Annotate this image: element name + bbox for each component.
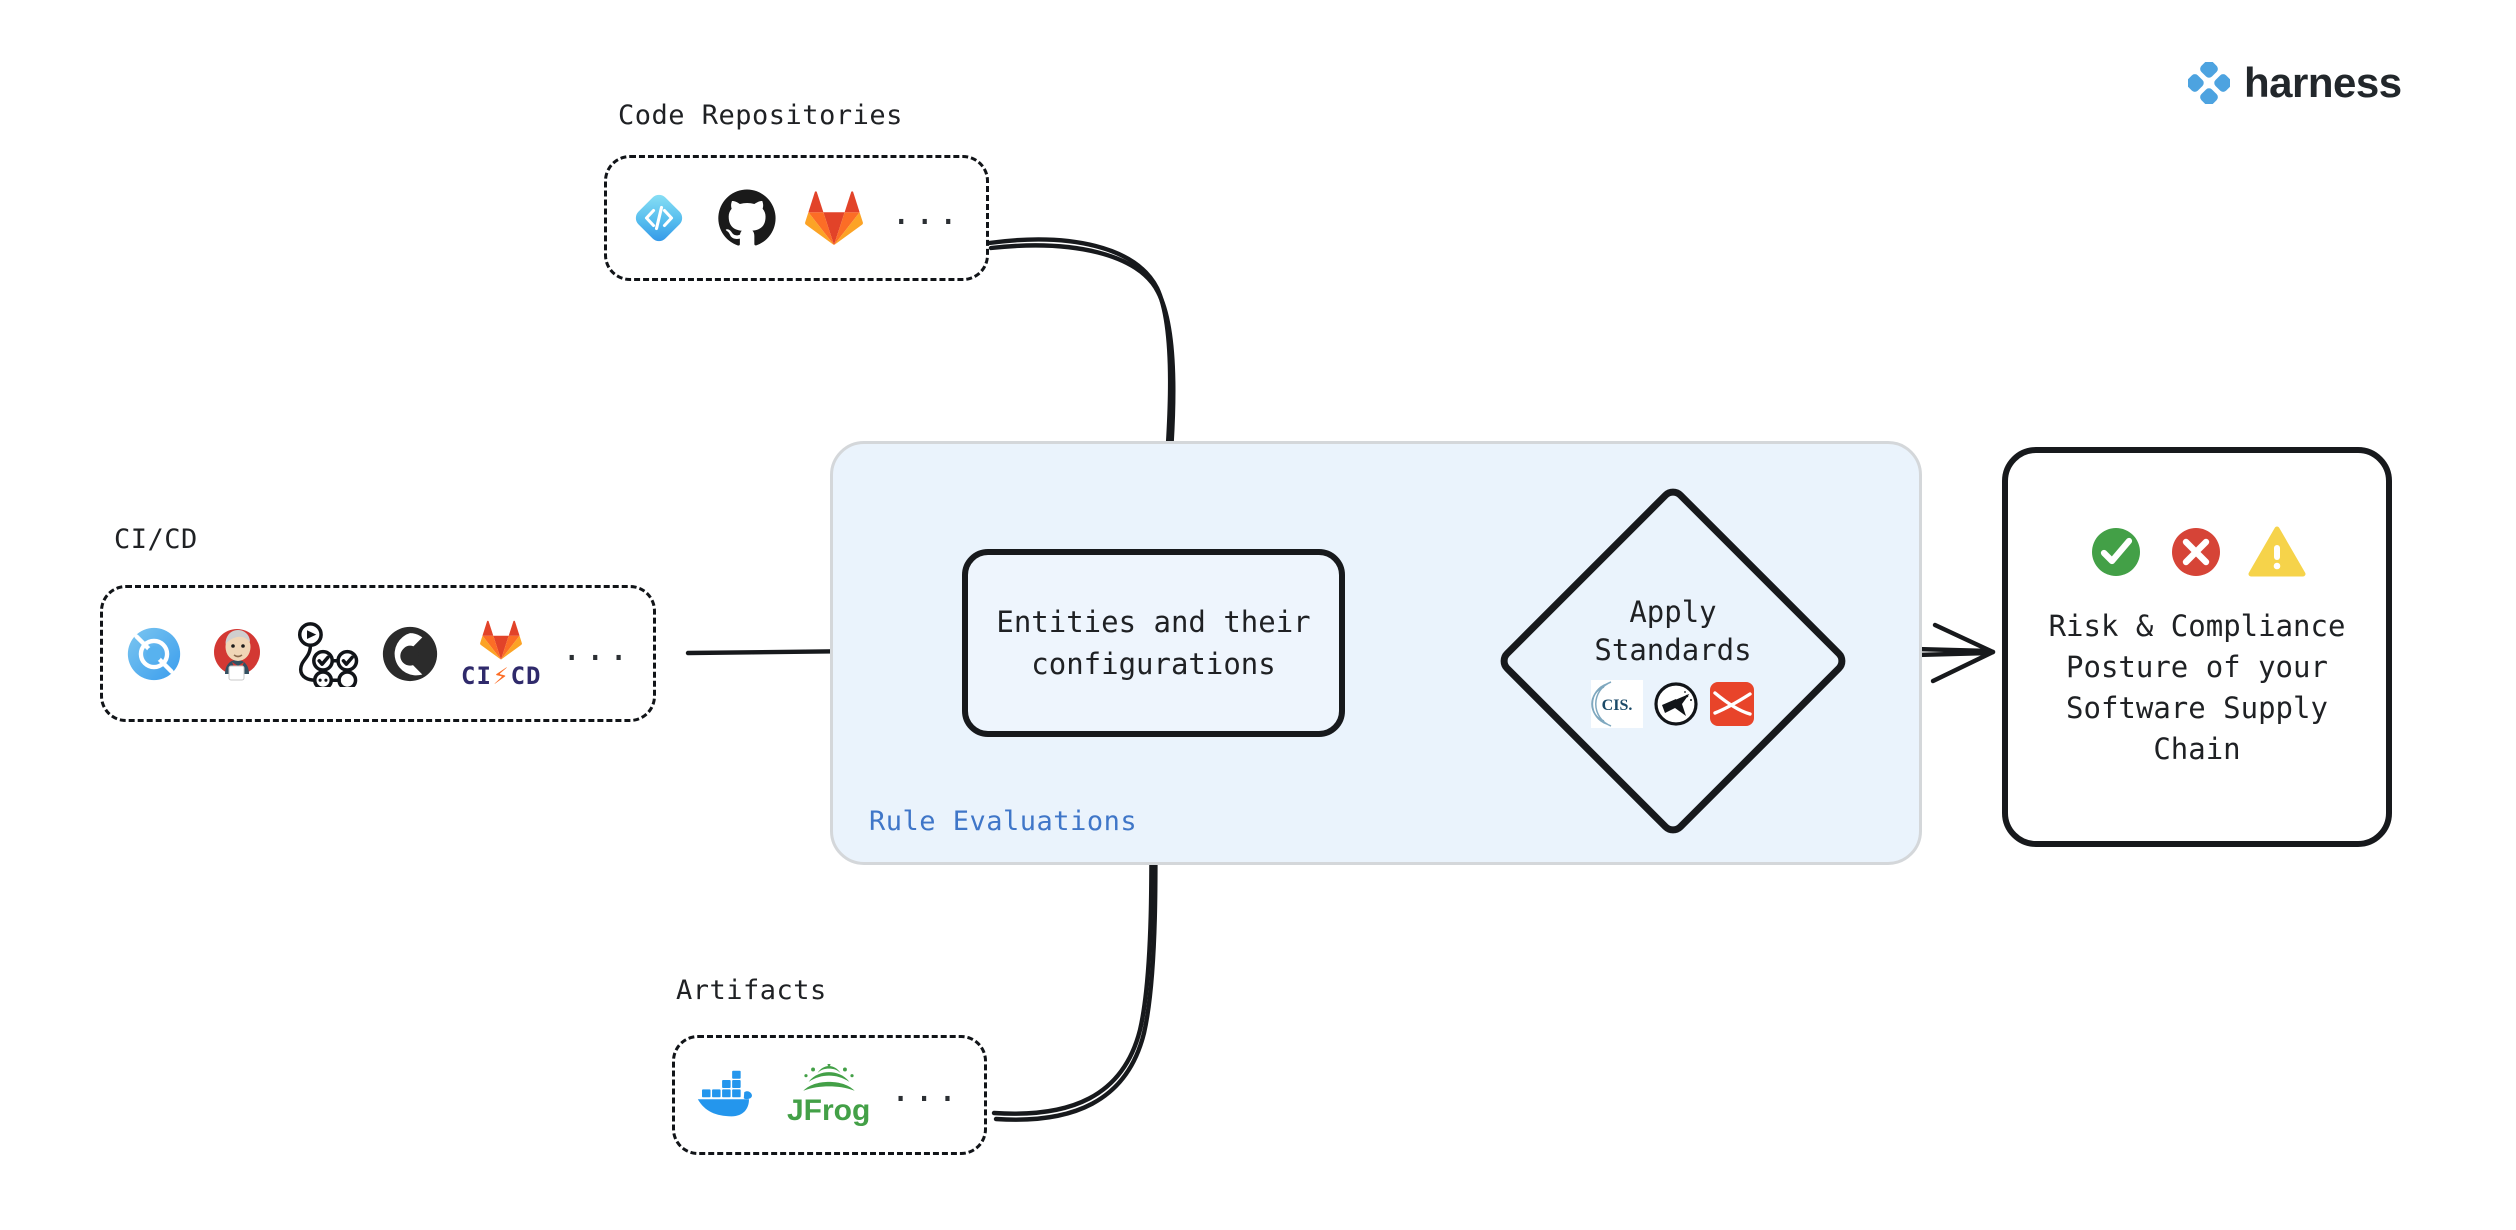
check-circle-icon	[2088, 524, 2144, 580]
ci-cd-box[interactable]: CI⚡CD ...	[100, 585, 656, 722]
rule-evaluations-label: Rule Evaluations	[869, 806, 1138, 837]
gitlab-icon[interactable]	[803, 189, 865, 247]
artifacts-more[interactable]: ...	[890, 1070, 961, 1110]
harness-ci-icon[interactable]	[123, 623, 185, 685]
github-icon[interactable]	[717, 188, 777, 248]
docker-icon[interactable]	[695, 1066, 767, 1124]
jenkins-icon[interactable]	[205, 622, 269, 686]
code-repositories-more[interactable]: ...	[891, 193, 962, 233]
warning-triangle-icon	[2248, 525, 2306, 579]
harness-wordmark: harness	[2244, 59, 2402, 106]
ci-cd-more[interactable]: ...	[561, 628, 632, 669]
circleci-icon[interactable]	[379, 623, 441, 685]
gitlab-cicd-icon[interactable]: CI⚡CD	[461, 619, 541, 689]
owasp-icon[interactable]	[1652, 680, 1700, 728]
gitlab-cicd-ci: CI	[461, 661, 492, 690]
gitlab-cicd-cd: CD	[510, 661, 542, 690]
artifacts-caption: Artifacts	[676, 975, 827, 1006]
github-actions-icon[interactable]	[289, 621, 359, 687]
outcome-line3: Software Supply	[2066, 691, 2328, 725]
jfrog-icon[interactable]: JFrog	[787, 1064, 870, 1126]
jfrog-label: JFrog	[787, 1094, 871, 1127]
harness-code-icon[interactable]	[627, 186, 691, 250]
apply-standards-line2: Standards	[1594, 633, 1752, 667]
artifacts-box[interactable]: JFrog ...	[672, 1035, 987, 1155]
outcome-line1: Risk & Compliance	[2048, 608, 2346, 643]
code-repositories-box[interactable]: ...	[604, 155, 989, 281]
lightning-icon: ⚡	[492, 660, 510, 691]
apply-standards-node[interactable]: Apply Standards CIS.	[1494, 482, 1852, 840]
entities-box-line2: configurations	[1031, 647, 1276, 681]
gitlab-cicd-label: CI⚡CD	[461, 663, 541, 689]
code-repositories-caption: Code Repositories	[618, 100, 903, 131]
outcome-line4: Chain	[2153, 732, 2241, 767]
outcome-line2: Posture of your	[2066, 649, 2328, 684]
risk-compliance-outcome-box[interactable]: Risk & Compliance Posture of your Softwa…	[2002, 447, 2392, 847]
apply-standards-line1: Apply	[1629, 595, 1717, 630]
slsa-icon[interactable]	[1709, 681, 1755, 727]
harness-logo: harness	[2185, 59, 2402, 107]
svg-text:CIS.: CIS.	[1602, 697, 1633, 714]
error-circle-icon	[2168, 524, 2224, 580]
entities-and-configurations-box[interactable]: Entities and their configurations	[962, 549, 1345, 737]
ci-cd-caption: CI/CD	[114, 524, 198, 555]
cis-icon[interactable]: CIS.	[1591, 679, 1643, 728]
harness-diamond-logo-icon	[2185, 59, 2233, 107]
entities-box-line1: Entities and their	[996, 604, 1311, 639]
